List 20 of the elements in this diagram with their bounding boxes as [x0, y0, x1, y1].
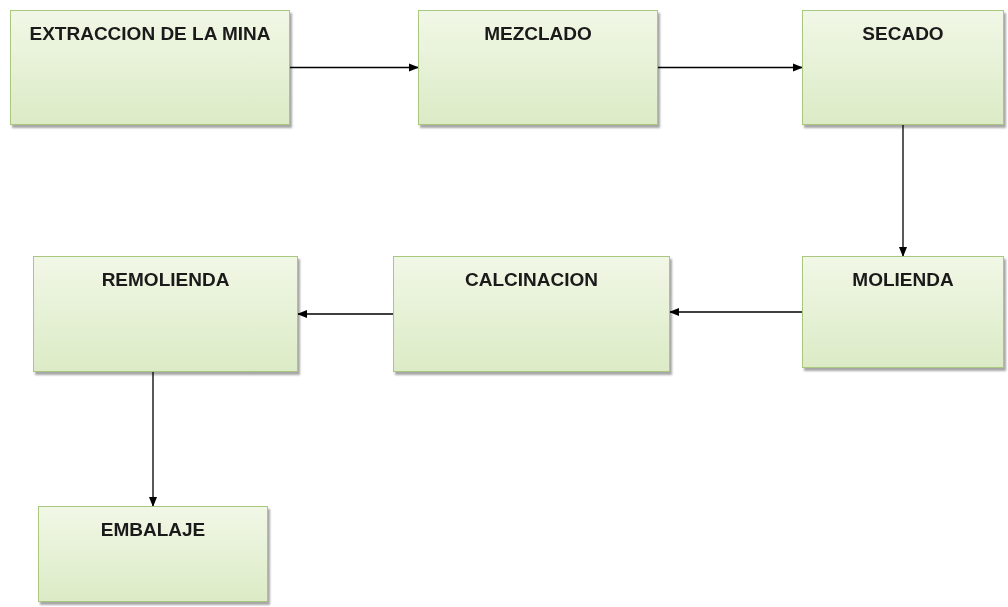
step-label: CALCINACION: [465, 268, 598, 292]
arrow: [669, 308, 803, 316]
process-box: [802, 256, 1004, 368]
process-box: [38, 506, 268, 602]
step-label: REMOLIENDA: [101, 268, 230, 292]
step-label: MEZCLADO: [484, 22, 592, 46]
process-box: [10, 10, 290, 125]
process-box: [802, 10, 1004, 125]
process-box: [418, 10, 658, 125]
arrow: [297, 310, 394, 318]
arrow: [149, 371, 157, 507]
step-label: EXTRACCION DE LA MINA: [29, 22, 271, 46]
arrow: [657, 63, 803, 72]
arrow: [899, 124, 907, 257]
arrow: [289, 63, 419, 72]
step-label: EMBALAJE: [100, 518, 206, 542]
step-label: SECADO: [862, 22, 944, 46]
process-box: [393, 256, 670, 372]
process-box: [33, 256, 298, 372]
step-label: MOLIENDA: [852, 268, 954, 292]
